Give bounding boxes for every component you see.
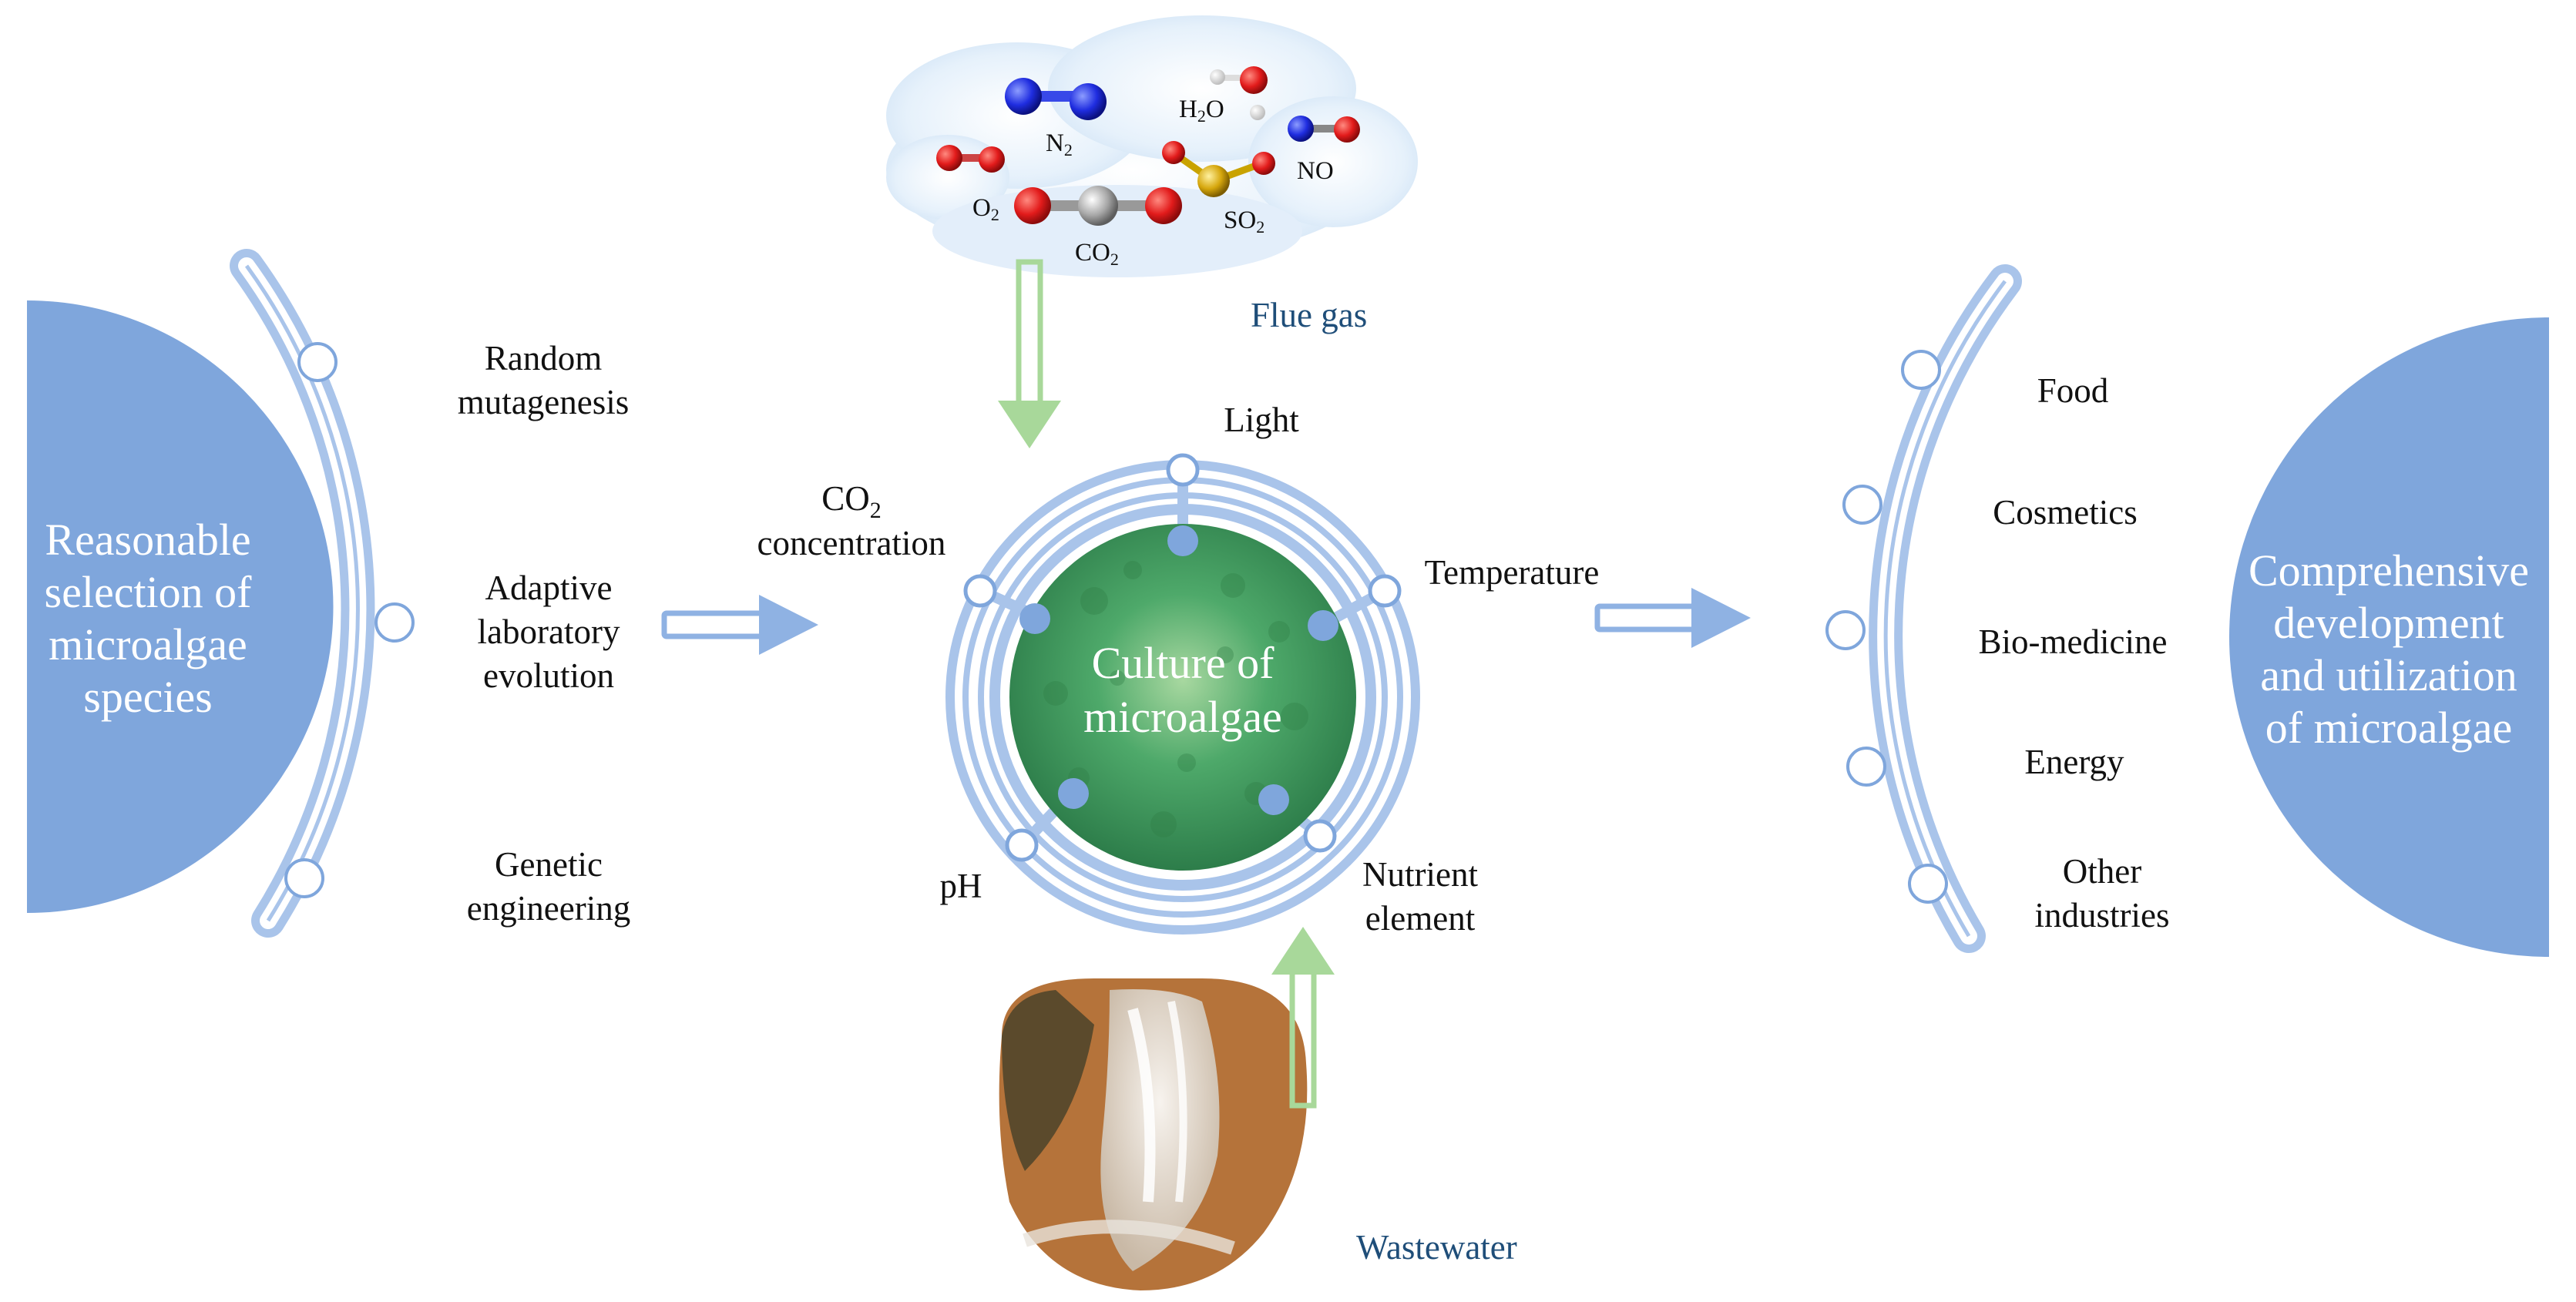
- right-title-line-3: and utilization: [2260, 650, 2517, 700]
- temperature-node: [1368, 574, 1402, 608]
- right-arrow: [1594, 588, 1751, 648]
- co2-molecule-icon: [1014, 186, 1182, 226]
- application-food: Food: [2037, 371, 2109, 410]
- n2-label: N2: [1046, 129, 1073, 159]
- application-labels: Food Cosmetics Bio-medicine Energy Other…: [1979, 371, 2170, 935]
- flue-gas-cloud: [886, 15, 1418, 277]
- nutrient-inner-node: [1258, 784, 1289, 815]
- application-bio-medicine: Bio-medicine: [1979, 622, 2168, 661]
- left-title-line-1: Reasonable: [45, 515, 250, 565]
- no-molecule-icon: [1288, 116, 1360, 143]
- so2-label: SO2: [1224, 206, 1264, 237]
- ph-node: [1005, 828, 1039, 862]
- application-other-line2: industries: [2035, 896, 2170, 935]
- flue-gas-label: Flue gas: [1251, 296, 1367, 334]
- ph-inner-node: [1058, 778, 1089, 809]
- left-title: Reasonable selection of microalgae speci…: [45, 515, 253, 722]
- culture-title-line-1: Culture of: [1092, 638, 1275, 688]
- method-label: mutagenesis: [458, 383, 629, 421]
- left-half-circle: [27, 300, 334, 913]
- wastewater-label: Wastewater: [1356, 1228, 1517, 1267]
- nutrient-node: [1303, 819, 1337, 853]
- light-inner-node: [1167, 525, 1198, 556]
- co2-node: [963, 574, 997, 608]
- o2-molecule-icon: [936, 145, 1005, 173]
- h2o-molecule-icon: [1210, 66, 1268, 120]
- ph-label: pH: [940, 867, 982, 905]
- n2-molecule-icon: [1005, 78, 1107, 120]
- right-arc-node: [1825, 610, 1866, 650]
- method-label: Genetic: [495, 845, 603, 884]
- left-arc-node: [284, 858, 324, 898]
- method-adaptive-evolution: Adaptive laboratory evolution: [478, 569, 620, 695]
- o2-label: O2: [972, 194, 999, 224]
- light-label: Light: [1224, 401, 1299, 439]
- ring-inner-nodes: [1019, 525, 1338, 815]
- culture-title: Culture of microalgae: [1083, 638, 1282, 742]
- application-energy: Energy: [2024, 743, 2124, 781]
- application-other-line1: Other: [2063, 852, 2141, 891]
- nutrient-label-line1: Nutrient: [1362, 855, 1478, 894]
- nutrient-label-line2: element: [1365, 899, 1476, 938]
- wastewater-arrow: [1271, 927, 1335, 1109]
- co2-inner-node: [1019, 603, 1050, 634]
- h2o-label: H2O: [1179, 96, 1224, 126]
- left-arc: [230, 249, 415, 938]
- right-arc: [1825, 264, 2022, 953]
- wastewater-image: [999, 978, 1308, 1290]
- right-title-line-1: Comprehensive: [2249, 545, 2529, 596]
- right-half-circle: [2229, 317, 2549, 957]
- method-genetic-engineering: Genetic engineering: [467, 845, 630, 928]
- culture-title-line-2: microalgae: [1083, 692, 1282, 742]
- application-cosmetics: Cosmetics: [1993, 493, 2138, 532]
- co2-concentration-label-line2: concentration: [757, 524, 946, 562]
- so2-molecule-icon: [1162, 141, 1275, 197]
- left-arrow: [661, 595, 818, 655]
- method-label: Adaptive: [485, 569, 613, 607]
- method-label: engineering: [467, 889, 630, 928]
- temperature-inner-node: [1308, 610, 1338, 641]
- temperature-label: Temperature: [1425, 553, 1600, 592]
- right-title-line-2: development: [2273, 598, 2504, 648]
- left-arc-node: [374, 602, 415, 643]
- right-title-line-4: of microalgae: [2265, 703, 2512, 753]
- culture-dish: [1009, 524, 1356, 871]
- method-label: evolution: [483, 656, 614, 695]
- right-arc-node: [1901, 350, 1941, 390]
- no-label: NO: [1297, 157, 1334, 185]
- right-title: Comprehensive development and utilizatio…: [2249, 545, 2529, 753]
- left-title-line-2: selection of: [45, 567, 253, 617]
- right-arc-node: [1842, 485, 1882, 525]
- left-title-line-3: microalgae: [49, 619, 247, 669]
- method-label: Random: [485, 339, 603, 378]
- method-random-mutagenesis: Random mutagenesis: [458, 339, 629, 421]
- left-title-line-4: species: [83, 672, 213, 722]
- co2-concentration-label: CO2: [821, 479, 882, 523]
- co2-molecule-label: CO2: [1075, 239, 1119, 269]
- flue-gas-arrow: [998, 259, 1061, 448]
- right-arc-node: [1846, 747, 1886, 787]
- light-node: [1166, 453, 1200, 487]
- method-label: laboratory: [478, 612, 620, 651]
- ring-outer-nodes: [963, 453, 1402, 862]
- right-arc-node: [1908, 864, 1948, 904]
- left-arc-node: [297, 342, 338, 382]
